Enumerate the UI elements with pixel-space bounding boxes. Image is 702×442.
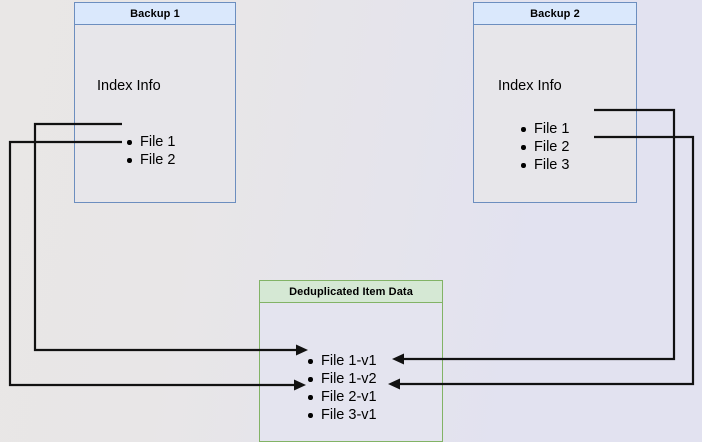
backup-2-title: Backup 2 — [474, 3, 636, 25]
list-item: File 1 — [519, 120, 569, 138]
list-item: File 3-v1 — [306, 406, 377, 424]
list-item: File 3 — [519, 156, 569, 174]
backup-1-index-info-label: Index Info — [97, 78, 161, 94]
dedup-file-list: File 1-v1 File 1-v2 File 2-v1 File 3-v1 — [306, 352, 377, 424]
list-item: File 1-v1 — [306, 352, 377, 370]
backup-1-title: Backup 1 — [75, 3, 235, 25]
backup-2-box: Backup 2 Index Info File 1 File 2 File 3 — [473, 2, 637, 203]
list-item: File 2-v1 — [306, 388, 377, 406]
list-item: File 2 — [519, 138, 569, 156]
backup-1-box: Backup 1 Index Info File 1 File 2 — [74, 2, 236, 203]
deduplicated-item-data-title: Deduplicated Item Data — [260, 281, 442, 303]
deduplicated-item-data-box: Deduplicated Item Data File 1-v1 File 1-… — [259, 280, 443, 442]
backup-2-index-info-label: Index Info — [498, 78, 562, 94]
backup-1-file-list: File 1 File 2 — [125, 133, 175, 169]
list-item: File 2 — [125, 151, 175, 169]
list-item: File 1-v2 — [306, 370, 377, 388]
deduplicated-item-data-body: File 1-v1 File 1-v2 File 2-v1 File 3-v1 — [260, 303, 442, 441]
list-item: File 1 — [125, 133, 175, 151]
backup-1-body: Index Info File 1 File 2 — [75, 25, 235, 202]
backup-2-file-list: File 1 File 2 File 3 — [519, 120, 569, 174]
backup-2-body: Index Info File 1 File 2 File 3 — [474, 25, 636, 202]
